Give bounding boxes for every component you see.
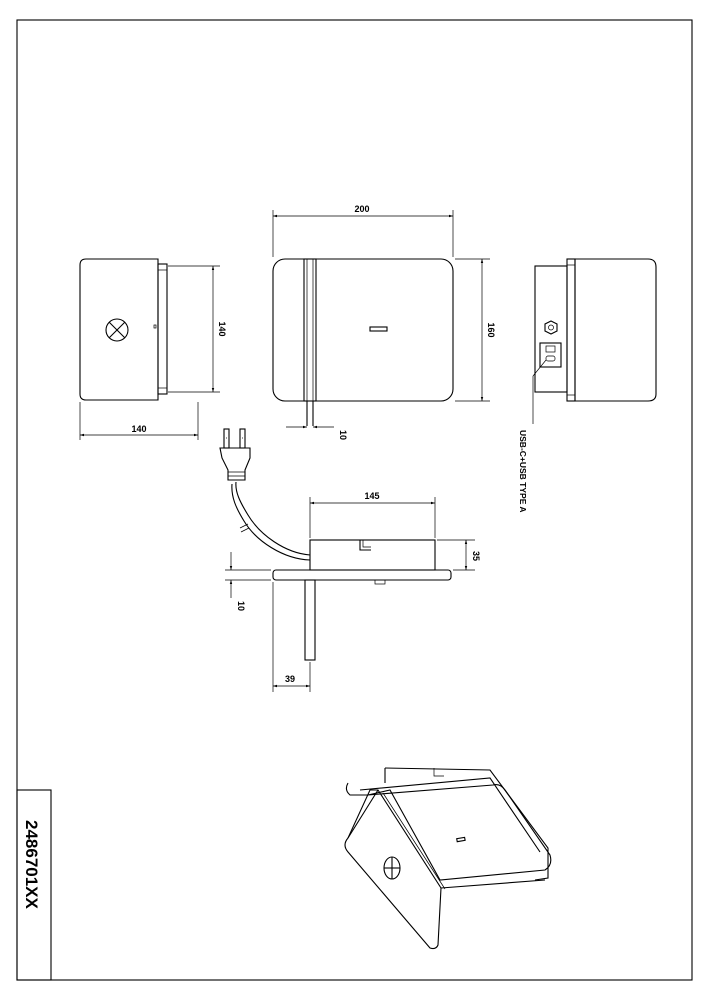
right-view: USB-C+USB TYPE A (518, 258, 657, 513)
isometric-view (344, 767, 552, 950)
switch-icon (105, 318, 129, 342)
iso-switch-icon (383, 856, 401, 880)
dim-top-thickness: 10 (236, 601, 246, 611)
usb-slot-icon (369, 326, 388, 332)
dim-side-width: 140 (131, 424, 146, 434)
dim-top-depth: 35 (471, 551, 481, 561)
dim-front-height: 160 (486, 322, 496, 337)
power-plug-icon (219, 428, 251, 481)
dim-top-length: 145 (364, 491, 379, 501)
product-code: 2486701XX (22, 820, 41, 910)
dim-front-bracket: 10 (338, 430, 348, 440)
top-view: 145 35 10 39 (219, 428, 481, 692)
front-view: 200 160 10 (272, 204, 496, 440)
dim-front-width: 200 (354, 204, 369, 214)
sheet-border (16, 19, 693, 981)
usb-ports-label: USB-C+USB TYPE A (518, 430, 528, 513)
side-view: 140 140 (79, 258, 227, 440)
usb-ports-icon (539, 342, 562, 368)
title-block: 2486701XX (16, 789, 52, 981)
hex-screw-icon (544, 320, 558, 335)
dim-top-offset: 39 (285, 674, 295, 684)
dim-side-height: 140 (217, 321, 227, 336)
